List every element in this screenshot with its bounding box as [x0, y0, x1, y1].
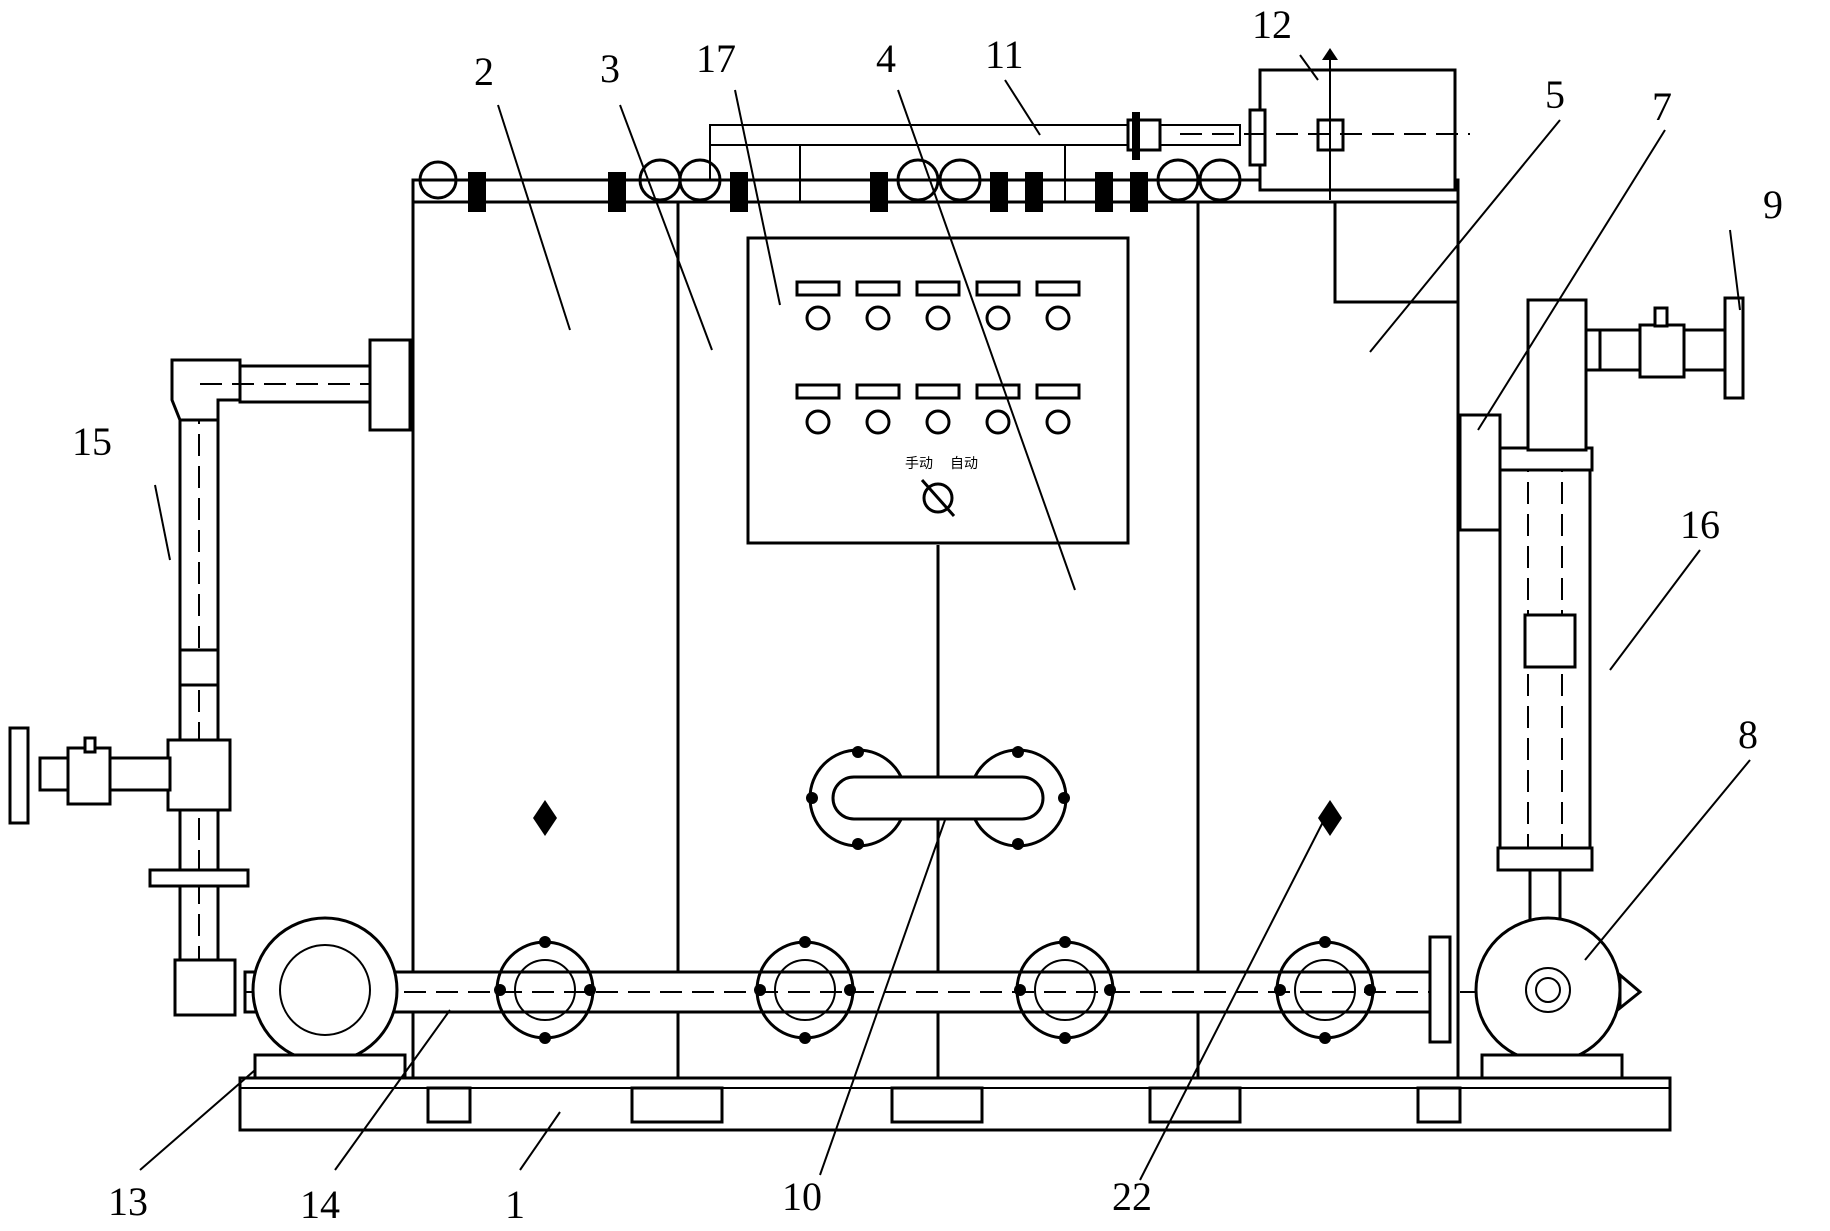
indicator-row-bottom	[795, 383, 1081, 435]
right-outlet-pipe	[1458, 298, 1648, 872]
level-marker-left	[533, 800, 557, 836]
leader-lines	[139, 54, 1751, 1181]
label-9: 9	[1763, 182, 1783, 227]
motor	[1126, 48, 1470, 200]
base-frame	[238, 1076, 1672, 1132]
label-13: 13	[108, 1179, 148, 1224]
header-pipe	[180, 935, 1500, 1044]
label-17: 17	[696, 36, 736, 81]
part-labels: 2 3 17 4 11 12 5 7 9 16 8 15 13 14 1 10 …	[72, 2, 1783, 1227]
observation-window	[806, 746, 1070, 850]
top-rail	[411, 124, 1460, 212]
label-14: 14	[300, 1182, 340, 1227]
label-22: 22	[1112, 1174, 1152, 1219]
right-pump	[1474, 868, 1643, 1080]
label-2: 2	[474, 49, 494, 94]
level-marker-right	[1318, 800, 1342, 836]
selector-switch	[922, 482, 954, 514]
label-8: 8	[1738, 712, 1758, 757]
pipe-flange	[754, 936, 856, 1044]
control-panel: 手动 自动	[746, 236, 1130, 545]
label-11: 11	[985, 32, 1024, 77]
label-16: 16	[1680, 502, 1720, 547]
label-10: 10	[782, 1174, 822, 1219]
pipe-flange	[1274, 936, 1376, 1044]
switch-label-manual: 手动	[905, 456, 933, 472]
label-5: 5	[1545, 72, 1565, 117]
left-riser-pipe	[148, 338, 412, 1017]
label-15: 15	[72, 419, 112, 464]
indicator-row-top	[795, 280, 1081, 331]
label-4: 4	[876, 36, 896, 81]
left-pump	[251, 916, 407, 1080]
label-3: 3	[600, 46, 620, 91]
label-12: 12	[1252, 2, 1292, 47]
pipe-flange	[494, 936, 596, 1044]
switch-label-auto: 自动	[950, 456, 978, 472]
left-valve	[8, 726, 172, 825]
label-1: 1	[505, 1182, 525, 1227]
right-valve	[1598, 296, 1745, 400]
pipe-flange	[1014, 936, 1116, 1044]
label-7: 7	[1652, 84, 1672, 129]
